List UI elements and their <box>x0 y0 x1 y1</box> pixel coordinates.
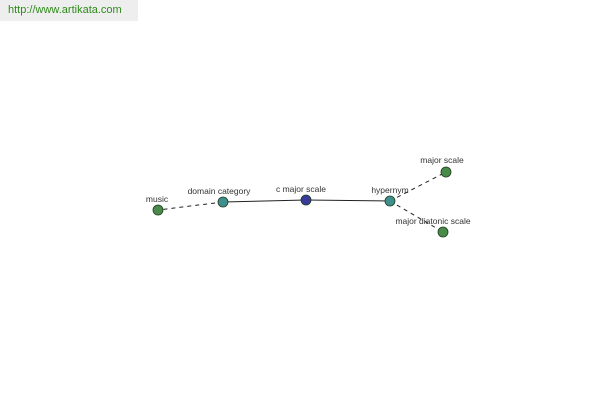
node-music[interactable] <box>152 204 164 216</box>
node-center[interactable] <box>300 194 312 206</box>
edge-center-domain-category <box>222 199 307 203</box>
edge-center-hypernym <box>305 199 391 202</box>
label-center: c major scale <box>276 184 326 194</box>
edge-domain-category-music <box>157 201 224 211</box>
node-domain-category[interactable] <box>217 196 229 208</box>
site-url[interactable]: http://www.artikata.com <box>0 0 138 21</box>
label-music: music <box>146 194 169 204</box>
label-major-scale: major scale <box>420 155 464 165</box>
label-domain-category: domain category <box>188 186 252 196</box>
label-hypernym: hypernym <box>371 185 408 195</box>
edge-hypernym-major-diatonic-scale <box>389 200 444 233</box>
node-major-scale[interactable] <box>440 166 452 178</box>
label-major-diatonic-scale: major diatonic scale <box>395 216 470 226</box>
node-hypernym[interactable] <box>384 195 396 207</box>
node-major-diatonic-scale[interactable] <box>437 226 449 238</box>
edge-hypernym-major-scale <box>389 171 447 202</box>
